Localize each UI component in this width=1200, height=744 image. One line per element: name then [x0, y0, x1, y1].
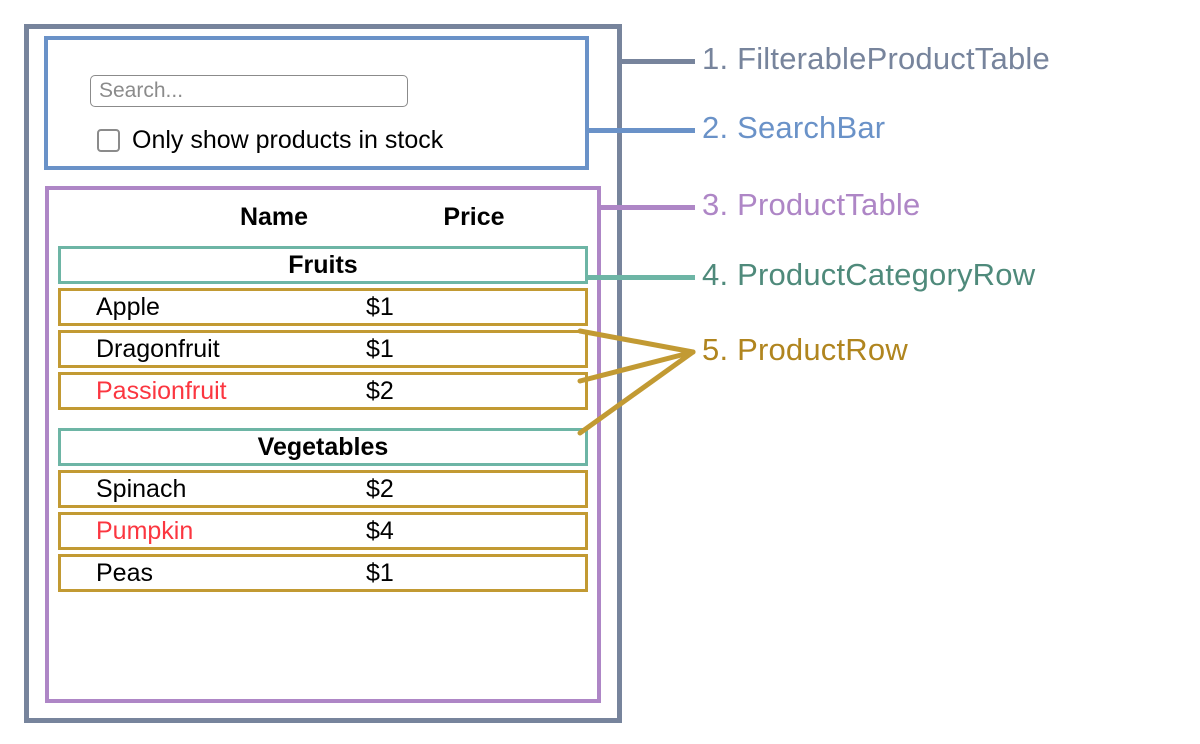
product-row[interactable]: Spinach $2 — [58, 470, 588, 508]
product-price: $4 — [366, 516, 394, 545]
section-gap — [58, 414, 588, 428]
product-row[interactable]: Pumpkin $4 — [58, 512, 588, 550]
annotation-label-product-table: 3. ProductTable — [702, 187, 921, 222]
product-name: Peas — [96, 558, 153, 587]
product-table-body: Fruits Apple $1 Dragonfruit $1 Passionfr… — [58, 246, 588, 596]
product-table-header: Name Price — [49, 196, 597, 238]
annotation-label-product-category-row: 4. ProductCategoryRow — [702, 257, 1036, 292]
product-price: $2 — [366, 376, 394, 405]
product-price: $2 — [366, 474, 394, 503]
product-row[interactable]: Passionfruit $2 — [58, 372, 588, 410]
product-price: $1 — [366, 334, 394, 363]
column-header-name: Name — [239, 202, 309, 231]
product-name: Pumpkin — [96, 516, 194, 545]
search-bar-frame — [44, 36, 589, 170]
column-header-price: Price — [443, 202, 505, 231]
search-input[interactable] — [90, 75, 408, 107]
annotation-label-product-row: 5. ProductRow — [702, 332, 908, 367]
in-stock-checkbox[interactable] — [97, 129, 120, 152]
annotation-label-filterable-product-table: 1. FilterableProductTable — [702, 41, 1050, 76]
connector-line-2 — [586, 128, 695, 133]
product-name: Apple — [96, 292, 160, 321]
connector-line-4 — [586, 275, 695, 280]
category-label: Fruits — [288, 250, 358, 279]
product-category-row: Vegetables — [58, 428, 588, 466]
product-price: $1 — [366, 558, 394, 587]
product-name: Spinach — [96, 474, 187, 503]
connector-line-1 — [619, 59, 695, 64]
in-stock-checkbox-row[interactable]: Only show products in stock — [97, 128, 443, 153]
annotation-label-search-bar: 2. SearchBar — [702, 110, 886, 145]
category-label: Vegetables — [257, 432, 389, 461]
connector-line-3 — [598, 205, 695, 210]
product-row[interactable]: Peas $1 — [58, 554, 588, 592]
in-stock-checkbox-label: Only show products in stock — [132, 126, 444, 154]
product-price: $1 — [366, 292, 394, 321]
product-category-row: Fruits — [58, 246, 588, 284]
product-table-frame — [45, 186, 601, 703]
product-row[interactable]: Dragonfruit $1 — [58, 330, 588, 368]
product-name: Dragonfruit — [96, 334, 220, 363]
product-row[interactable]: Apple $1 — [58, 288, 588, 326]
product-name: Passionfruit — [96, 376, 227, 405]
